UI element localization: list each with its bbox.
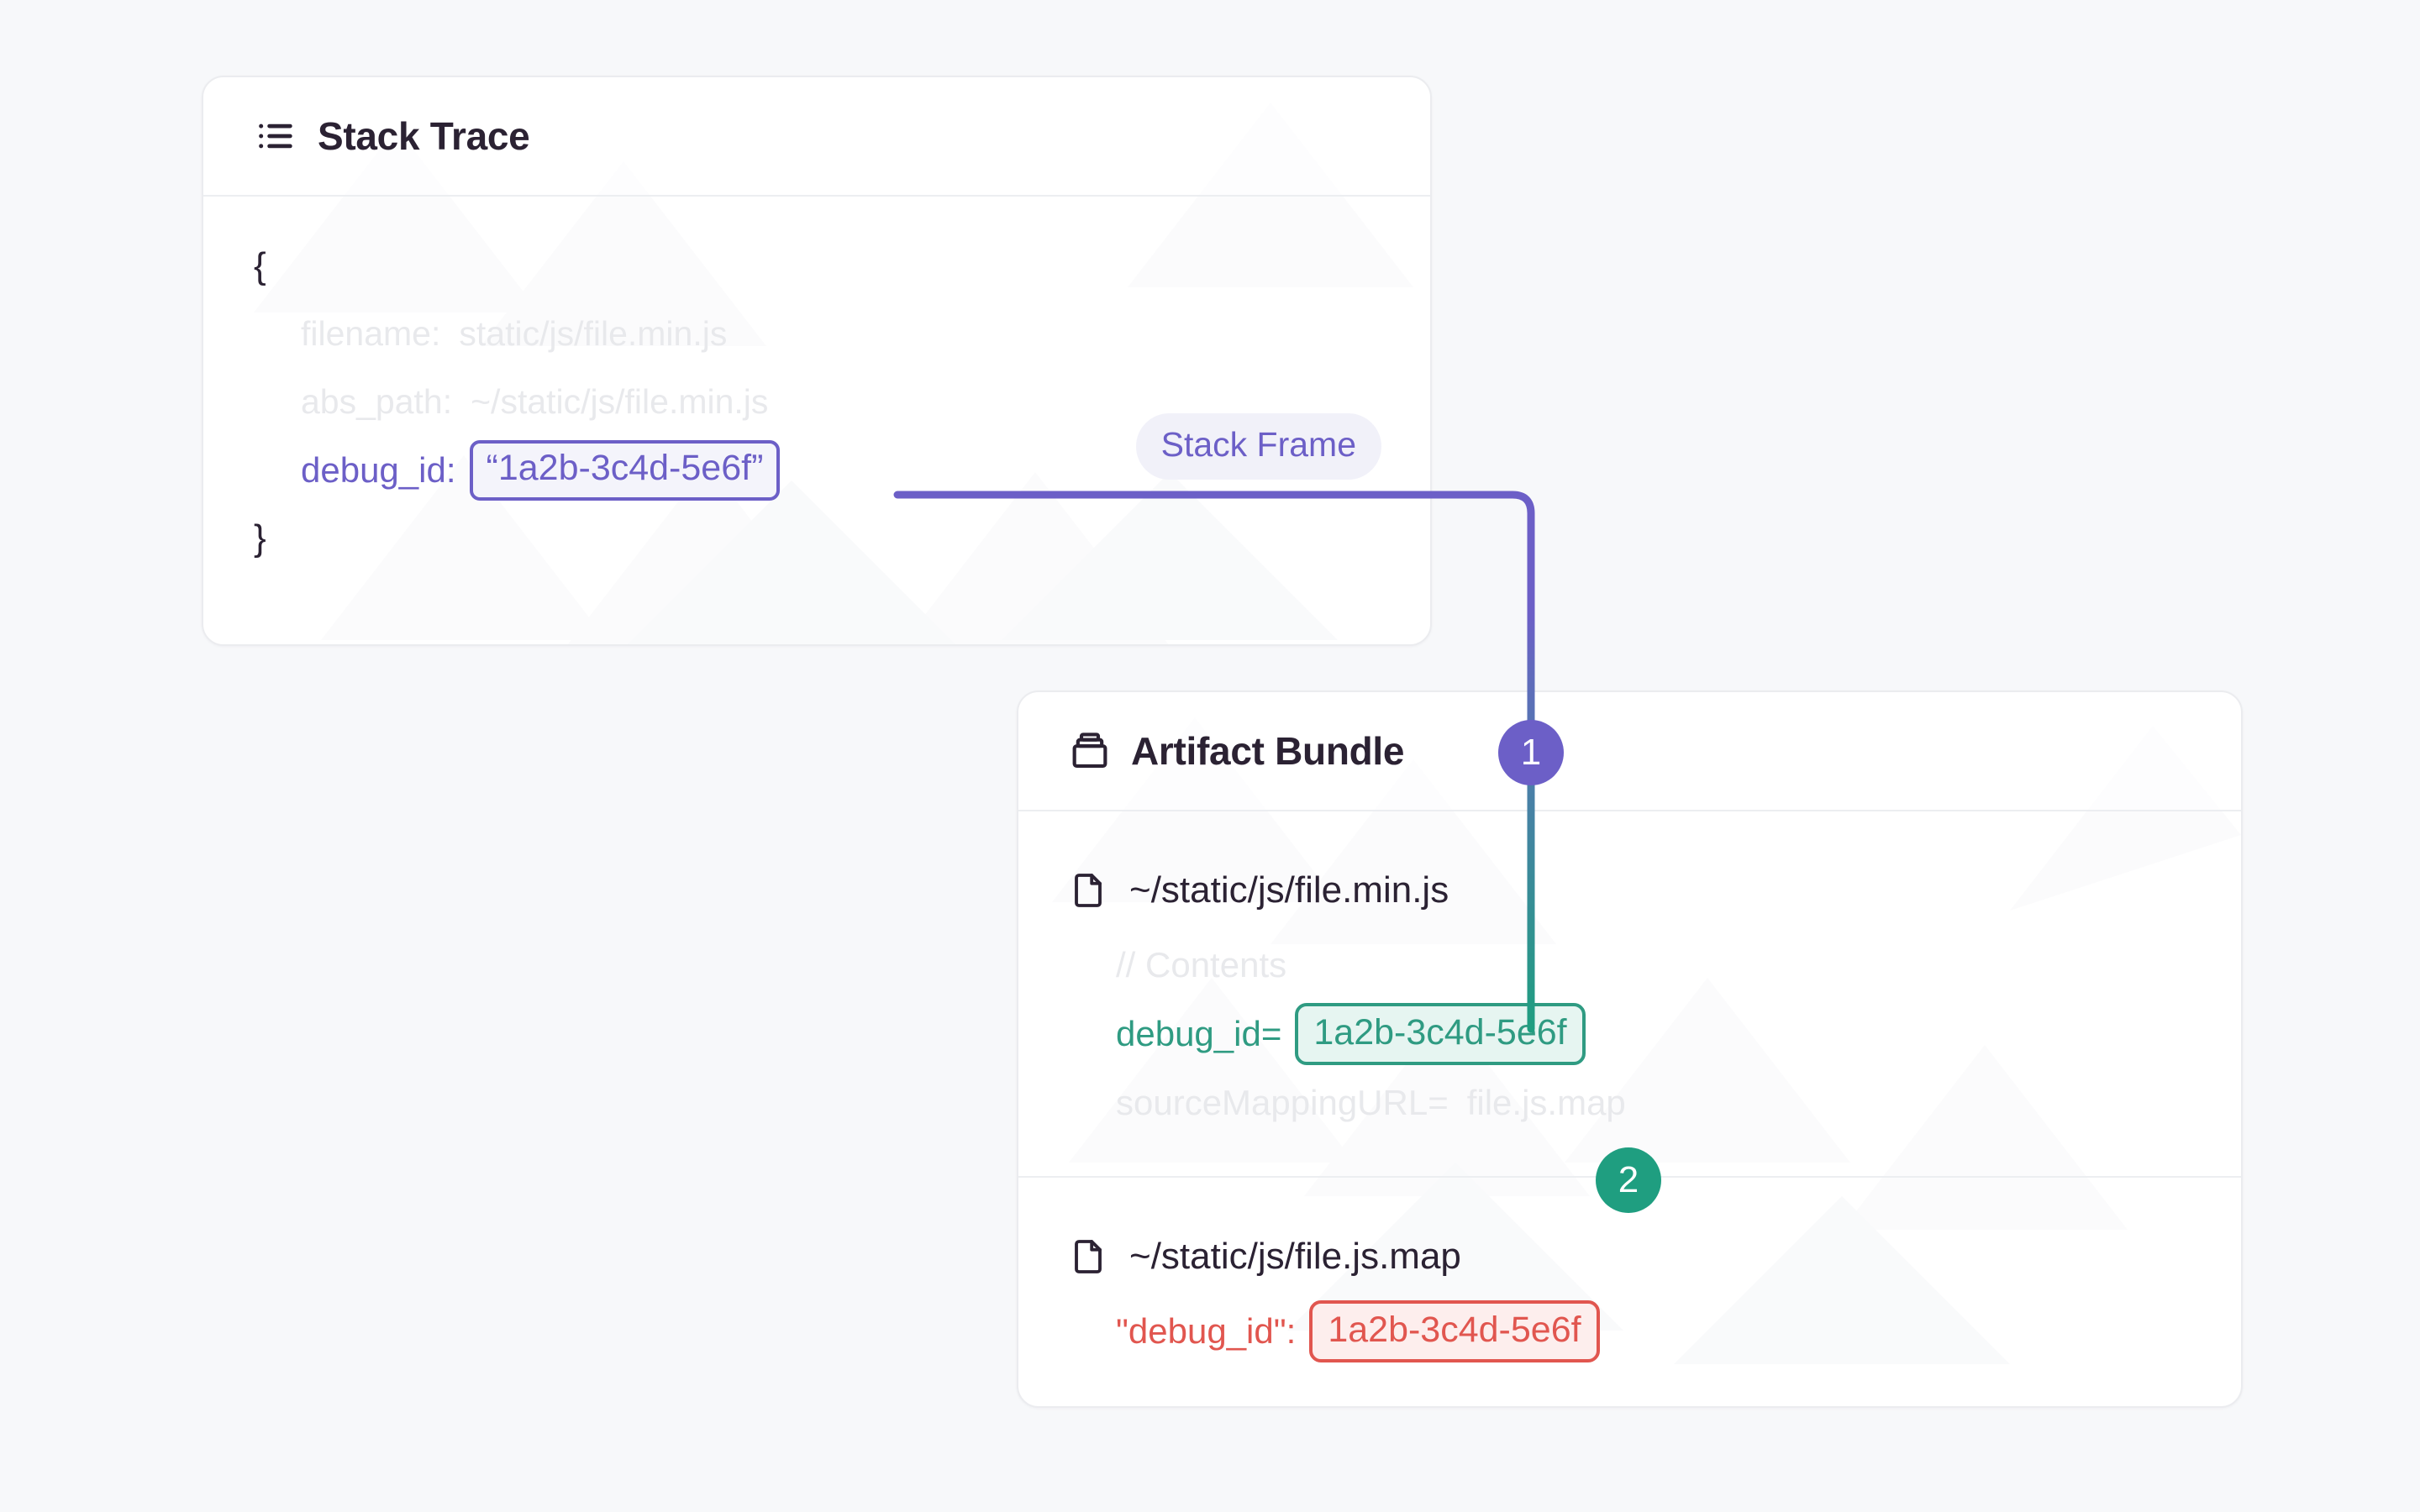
stack-trace-card: Stack Trace Stack Frame { filename: stat…	[202, 76, 1432, 646]
code-line-close-brace: }	[254, 504, 1380, 572]
step-badge-2: 2	[1596, 1147, 1661, 1213]
source-mapping-url-value: file.js.map	[1466, 1083, 1626, 1122]
source-mapping-url-line: sourceMappingURL= file.js.map	[1018, 1068, 2241, 1137]
code-line-open-brace: {	[254, 232, 1380, 300]
artifact-bundle-card: Artifact Bundle Minified Source Source M…	[1017, 690, 2243, 1408]
sourcemap-debug-id-key: "debug_id":	[1116, 1311, 1297, 1351]
debug-id-value-highlight[interactable]: “1a2b-3c4d-5e6f”	[469, 439, 781, 501]
filename-value: static/js/file.min.js	[459, 314, 728, 353]
sourcemap-debug-id-line: "debug_id": 1a2b-3c4d-5e6f	[1018, 1297, 2241, 1366]
stack-frame-code: { filename: static/js/file.min.js abs_pa…	[203, 197, 1430, 606]
artifact-bundle-title: Artifact Bundle	[1131, 729, 1405, 773]
file-icon	[1069, 1237, 1107, 1276]
contents-comment-text: // Contents	[1116, 945, 1287, 984]
filename-key: filename:	[301, 314, 441, 353]
step-badge-1: 1	[1498, 720, 1564, 785]
sourcemap-debug-id-value-highlight[interactable]: 1a2b-3c4d-5e6f	[1309, 1300, 1600, 1362]
stack-frame-badge: Stack Frame	[1135, 413, 1381, 480]
source-mapping-url-key: sourceMappingURL=	[1116, 1083, 1449, 1122]
minified-contents-comment: // Contents	[1018, 931, 2241, 1000]
close-brace: }	[254, 517, 266, 559]
artifact-entry-minified: ~/static/js/file.min.js // Contents debu…	[1018, 811, 2241, 1176]
minified-debug-id-key: debug_id=	[1116, 1014, 1282, 1053]
minified-debug-id-value-highlight[interactable]: 1a2b-3c4d-5e6f	[1295, 1003, 1586, 1065]
artifact-bundle-header: Artifact Bundle	[1018, 692, 2241, 811]
file-row-sourcemap[interactable]: ~/static/js/file.js.map	[1018, 1216, 2241, 1297]
list-icon	[254, 114, 297, 158]
stack-trace-title: Stack Trace	[318, 114, 530, 158]
minified-debug-id-line: debug_id= 1a2b-3c4d-5e6f	[1018, 1000, 2241, 1068]
code-line-abs-path: abs_path: ~/static/js/file.min.js	[254, 368, 1380, 436]
stack-trace-header: Stack Trace	[203, 77, 1430, 197]
debug-id-key: debug_id:	[301, 449, 456, 490]
file-row-minified[interactable]: ~/static/js/file.min.js	[1018, 850, 2241, 931]
file-name-minified: ~/static/js/file.min.js	[1129, 869, 1449, 911]
code-line-filename: filename: static/js/file.min.js	[254, 300, 1380, 368]
file-icon	[1069, 871, 1107, 910]
package-icon	[1069, 730, 1111, 772]
artifact-bundle-body: Minified Source Source Map ~/static/js/f…	[1018, 811, 2241, 1404]
open-brace: {	[254, 244, 266, 286]
file-name-sourcemap: ~/static/js/file.js.map	[1129, 1236, 1461, 1277]
stack-trace-body: Stack Frame { filename: static/js/file.m…	[203, 197, 1430, 606]
abs-path-key: abs_path:	[301, 382, 453, 421]
abs-path-value: ~/static/js/file.min.js	[471, 382, 769, 421]
